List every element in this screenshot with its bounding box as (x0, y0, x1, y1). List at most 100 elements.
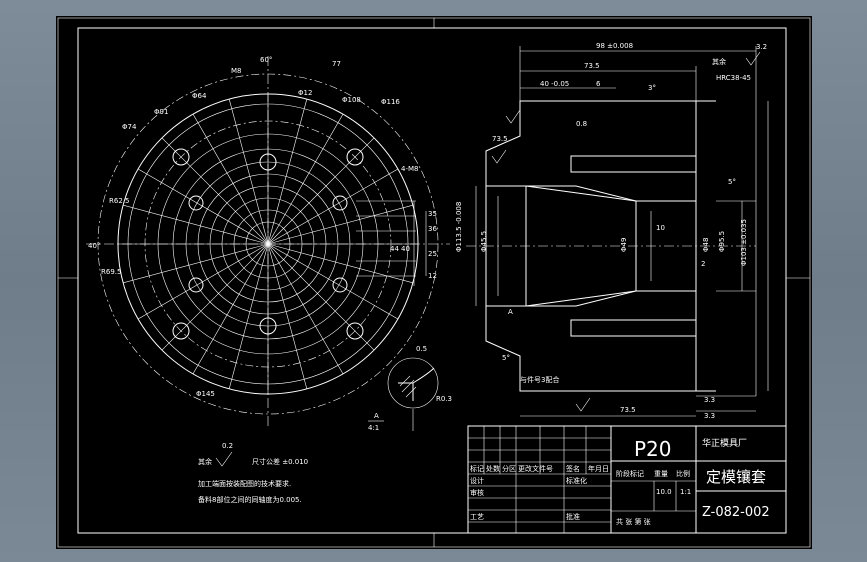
radial-line (192, 243, 269, 375)
drawing-number: Z-082-002 (702, 505, 770, 520)
detail-dim: R0.3 (436, 395, 452, 403)
radial-line (267, 243, 308, 389)
tech-label: 其余 (712, 57, 726, 66)
dim-label: Φ74 (122, 123, 137, 131)
dim-label: 5° (728, 178, 736, 186)
dim-label: Φ64 (192, 92, 207, 100)
roughness-value: 0.2 (222, 442, 233, 450)
dim-label: R69.5 (101, 268, 121, 276)
radial-line (228, 243, 269, 389)
detail-dim: 0.5 (416, 345, 427, 353)
dim-label: 98 ±0.008 (596, 42, 633, 50)
detail-label: A (374, 412, 379, 420)
dim-label: Φ95.5 (718, 231, 726, 252)
dim-label: Φ145 (196, 390, 215, 398)
detail-scale: 4:1 (368, 424, 379, 432)
dim-label: Φ49 (620, 238, 628, 252)
dim-label: 3.3 (704, 396, 715, 404)
radial-line (228, 99, 269, 245)
title-block (467, 425, 787, 534)
company-name: 华正模具厂 (702, 437, 747, 449)
radial-line (267, 137, 375, 245)
dim-label: 44 (390, 245, 399, 253)
radial-line (267, 99, 308, 245)
dim-label: Φ91 (154, 108, 168, 116)
roughness-corner: 3.2 (756, 43, 767, 51)
dim-label: 6 (596, 80, 601, 88)
detail-a: 0.5 R0.3 A 4:1 (368, 345, 452, 432)
section-view (466, 46, 769, 417)
dim-label: Φ103 ±0.035 (740, 219, 748, 266)
tb-label: 批准 (566, 512, 580, 521)
radial-line (267, 243, 413, 284)
dim-label: Φ48 (702, 238, 710, 252)
radial-line (267, 204, 413, 245)
radial-line (192, 113, 269, 245)
tb-label: 处数 (486, 464, 500, 473)
tb-label: 设计 (470, 476, 484, 485)
dim-label: Φ108 (342, 96, 361, 104)
radial-line (123, 204, 269, 245)
dim-label: 25 (428, 250, 437, 258)
weight-value: 10.0 (656, 488, 672, 496)
dim-label: Φ45.5 (480, 231, 488, 252)
dim-label: Φ113.5 -0.008 (455, 202, 463, 252)
radial-line (267, 243, 375, 351)
dim-label: 73.5 (620, 406, 636, 414)
radial-line (267, 243, 399, 320)
dim-label: 10 (656, 224, 665, 232)
sheet-label: 共 张 第 张 (616, 517, 651, 526)
note-2: 备料8部位之间的同轴度为0.005. (198, 495, 302, 504)
scale-label: 比例 (676, 469, 690, 478)
dim-label: 60° (260, 56, 272, 64)
stage-label: 阶段标记 (616, 469, 644, 478)
dim-label: 2 (701, 260, 705, 268)
dim-label: 3° (648, 84, 656, 92)
radial-line (137, 168, 269, 245)
dim-label: 3.3 (704, 412, 715, 420)
dim-label: 36 (428, 225, 437, 233)
notes: 其余 0.2 尺寸公差 ±0.010 加工端面按装配图的技术要求. 备料8部位之… (198, 442, 308, 504)
dim-label: 40 (401, 245, 410, 253)
radial-line (267, 113, 344, 245)
front-view (86, 56, 450, 426)
dim-label: 40° (88, 242, 100, 250)
cad-viewport[interactable]: M8 60° 77 Φ64 Φ91 Φ74 Φ12 Φ108 Φ116 4-M8… (56, 16, 812, 549)
dim-label: 73.5 (584, 62, 600, 70)
drawing-frame (77, 27, 787, 534)
dim-label: 5° (502, 354, 510, 362)
weight-label: 重量 (654, 470, 668, 478)
tb-label: 年月日 (588, 464, 609, 473)
section-marker: A (508, 308, 513, 316)
radial-line (123, 243, 269, 284)
tb-label: 签名 (566, 464, 580, 473)
dim-label: 12 (428, 272, 437, 280)
fit-note: 与件号3配合 (520, 375, 559, 384)
material-title: P20 (634, 437, 672, 461)
part-name: 定模镶套 (706, 468, 766, 486)
drawing-canvas: M8 60° 77 Φ64 Φ91 Φ74 Φ12 Φ108 Φ116 4-M8… (57, 17, 811, 548)
dim-label: Φ12 (298, 89, 312, 97)
sheet-border (57, 17, 811, 548)
radial-line (161, 137, 269, 245)
dim-label: 35 (428, 210, 437, 218)
tb-label: 工艺 (470, 513, 484, 521)
tb-label: 审核 (470, 488, 484, 497)
dim-label: Φ116 (381, 98, 400, 106)
dim-label: 40 -0.05 (540, 80, 569, 88)
dim-label: R62.5 (109, 197, 129, 205)
note-1: 加工端面按装配图的技术要求. (198, 479, 291, 488)
radial-line (267, 168, 399, 245)
tb-label: 标记 (470, 464, 484, 473)
radial-line (267, 243, 344, 375)
scale-value: 1:1 (680, 488, 691, 496)
radial-line (137, 243, 269, 320)
tolerance-note: 尺寸公差 ±0.010 (252, 457, 308, 466)
dim-label: M8 (231, 67, 242, 75)
roughness-label: 其余 (198, 457, 212, 466)
dim-label: 77 (332, 60, 341, 68)
tech-spec: HRC38-45 (716, 74, 751, 82)
dim-label: 73.5 (492, 135, 508, 143)
radial-line (161, 243, 269, 351)
tb-label: 分区 (502, 464, 516, 473)
